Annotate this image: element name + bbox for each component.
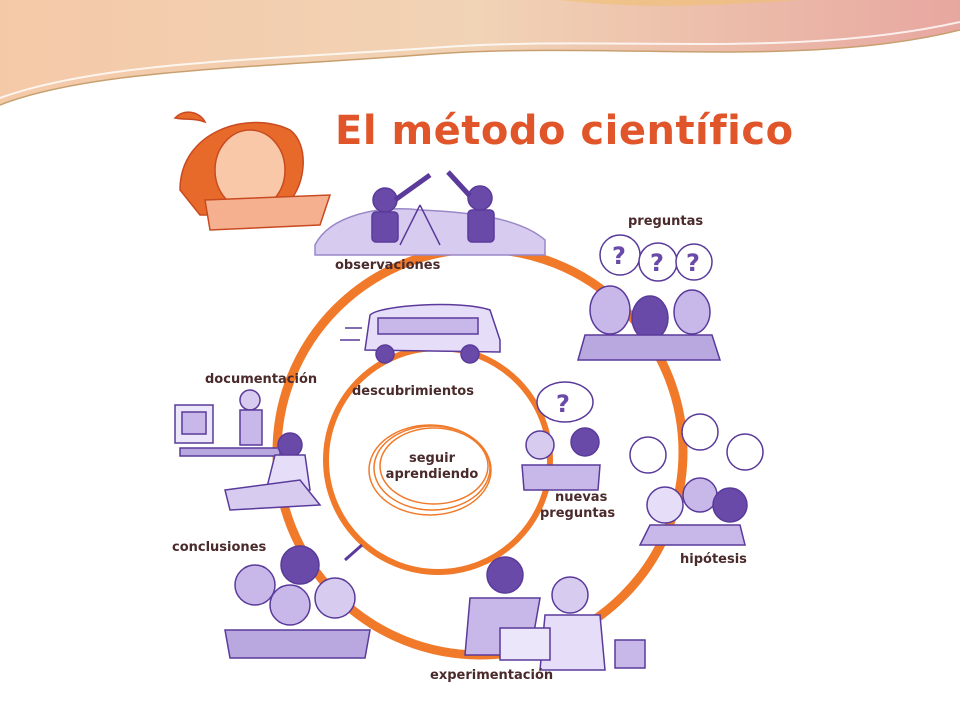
documentacion-illustration [174,389,322,511]
center-label-line2: aprendiendo [385,467,479,482]
page-title: El método científico [335,108,794,154]
step-label-hipotesis: hipótesis [680,552,747,567]
center-swirl [368,424,492,516]
center-label-line1: seguir [409,451,455,466]
step-label-preguntas-nuevas: preguntas [540,506,616,521]
header-wave-decoration [0,0,960,106]
svg-text:?: ? [650,249,664,277]
conclusiones-illustration [224,543,371,659]
step-label-documentacion: documentación [205,372,318,387]
preguntas-illustration: ? ? ? [577,234,722,361]
step-label-observaciones: observaciones [335,258,441,273]
step-label-descubrimientos: descubrimientos [352,384,474,399]
svg-text:?: ? [686,249,700,277]
boy-reading-illustration [173,111,332,231]
step-label-nuevas: nuevas [555,490,608,505]
observaciones-illustration [314,170,546,256]
svg-text:?: ? [612,242,626,270]
step-label-experimentacion: experimentación [430,668,554,683]
step-label-preguntas: preguntas [628,214,704,229]
step-label-conclusiones: conclusiones [172,540,267,555]
descubrimientos-illustration [340,303,501,364]
svg-text:?: ? [556,390,570,418]
hipotesis-illustration [629,413,764,546]
nuevas-preguntas-illustration: ? [521,381,601,491]
experimentacion-illustration [464,556,646,671]
center-label: seguir aprendiendo [372,451,492,483]
